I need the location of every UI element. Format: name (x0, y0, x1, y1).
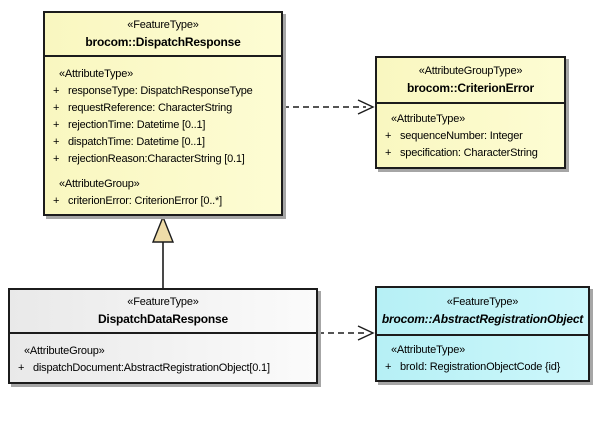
class-stereotype: «FeatureType» (127, 296, 199, 308)
class-stereotype: «AttributeGroupType» (418, 65, 523, 77)
class-name: brocom::DispatchResponse (85, 35, 241, 49)
class-stereotype: «FeatureType» (127, 19, 199, 31)
class-header: «FeatureType» brocom::DispatchResponse (45, 13, 281, 57)
attribute-row: + dispatchTime: Datetime [0..1] (45, 134, 281, 151)
attribute-text: specification: CharacterString (400, 147, 538, 159)
class-stereotype: «FeatureType» (446, 296, 519, 308)
attribute-text: sequenceNumber: Integer (400, 130, 523, 142)
attribute-row: + responseType: DispatchResponseType (45, 83, 281, 100)
attribute-row: + rejectionReason:CharacterString [0.1] (45, 151, 281, 168)
attribute-text: criterionError: CriterionError [0..*] (68, 195, 222, 207)
visibility-marker: + (18, 362, 25, 374)
section-heading: «AttributeType» (391, 113, 466, 125)
attribute-text: responseType: DispatchResponseType (68, 85, 253, 97)
class-box-dispatch-response: «FeatureType» brocom::DispatchResponse «… (43, 11, 283, 216)
section-heading: «AttributeType» (59, 68, 134, 80)
class-header: «AttributeGroupType» brocom::CriterionEr… (377, 58, 564, 104)
attribute-text: rejectionReason:CharacterString [0.1] (68, 153, 245, 165)
class-attributes-compartment: «AttributeGroup» + dispatchDocument:Abst… (10, 334, 316, 377)
class-box-criterion-error: «AttributeGroupType» brocom::CriterionEr… (375, 56, 566, 169)
visibility-marker: + (53, 119, 60, 131)
attribute-row: + criterionError: CriterionError [0..*] (45, 193, 281, 210)
attribute-row: + requestReference: CharacterString (45, 100, 281, 117)
class-name: brocom::AbstractRegistrationObject (381, 312, 584, 326)
class-attributes-compartment: «AttributeType» + broId: RegistrationObj… (377, 336, 588, 376)
visibility-marker: + (385, 361, 392, 373)
visibility-marker: + (53, 195, 60, 207)
class-header: «FeatureType» DispatchDataResponse (10, 290, 316, 334)
dependency-arrow-dispatchresponse-criterionerror (283, 99, 375, 115)
attribute-text: dispatchTime: Datetime [0..1] (68, 136, 205, 148)
attribute-text: dispatchDocument:AbstractRegistrationObj… (33, 362, 270, 374)
dependency-arrow-dispatchdataresponse-abstractregistrationobject (318, 325, 375, 341)
attribute-row: + rejectionTime: Datetime [0..1] (45, 117, 281, 134)
attribute-row: + sequenceNumber: Integer (377, 128, 564, 145)
attribute-row: + dispatchDocument:AbstractRegistrationO… (10, 360, 316, 377)
visibility-marker: + (53, 153, 60, 165)
attribute-row: + specification: CharacterString (377, 145, 564, 162)
visibility-marker: + (385, 130, 392, 142)
class-box-abstract-registration-object: «FeatureType» brocom::AbstractRegistrati… (375, 286, 590, 382)
class-header: «FeatureType» brocom::AbstractRegistrati… (377, 288, 588, 336)
visibility-marker: + (53, 102, 60, 114)
attribute-row: + broId: RegistrationObjectCode {id} (377, 359, 588, 376)
attribute-text: rejectionTime: Datetime [0..1] (68, 119, 206, 131)
visibility-marker: + (385, 147, 392, 159)
section-heading: «AttributeType» (391, 344, 466, 356)
attribute-text: broId: RegistrationObjectCode {id} (400, 361, 561, 373)
class-box-dispatch-data-response: «FeatureType» DispatchDataResponse «Attr… (8, 288, 318, 384)
section-heading: «AttributeGroup» (59, 178, 140, 190)
generalization-arrow-dispatchdataresponse-dispatchresponse (151, 215, 175, 288)
class-name: DispatchDataResponse (97, 312, 229, 326)
class-name: brocom::CriterionError (407, 81, 534, 95)
attribute-text: requestReference: CharacterString (68, 102, 232, 114)
visibility-marker: + (53, 136, 60, 148)
section-heading: «AttributeGroup» (24, 345, 105, 357)
visibility-marker: + (53, 85, 60, 97)
class-attributes-compartment: «AttributeType» + responseType: Dispatch… (45, 57, 281, 210)
class-attributes-compartment: «AttributeType» + sequenceNumber: Intege… (377, 104, 564, 162)
